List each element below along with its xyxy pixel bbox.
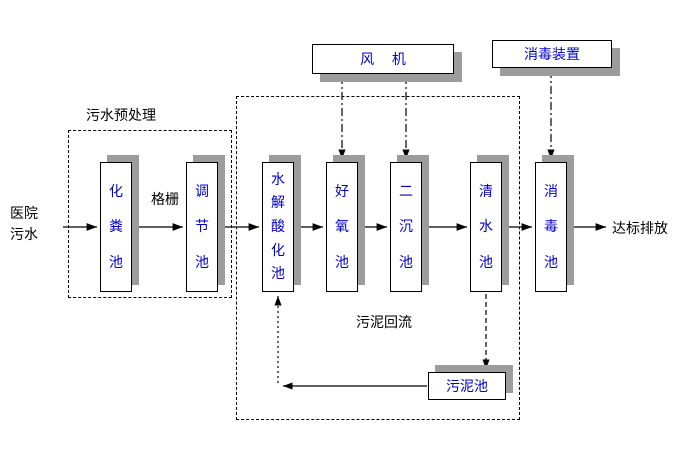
disinfect-device-box: 消毒装置 [492, 40, 612, 68]
tank-clear-water: 清水池 [470, 162, 502, 292]
screen-label: 格栅 [151, 192, 179, 208]
sludge-return-label: 污泥回流 [356, 315, 412, 331]
tank-aerobic: 好氧池 [326, 162, 358, 292]
influent-label: 医院污水 [10, 206, 38, 243]
effluent-label: 达标排放 [612, 221, 668, 237]
tank-hydrolysis: 水解酸化池 [262, 162, 294, 292]
fan-box: 风 机 [312, 44, 454, 74]
sludge-tank-box: 污泥池 [428, 372, 506, 400]
main-treatment-group-box [236, 96, 520, 420]
tank-secondary-sedimentation: 二沉池 [390, 162, 422, 292]
tank-disinfection: 消毒池 [535, 162, 567, 292]
tank-regulation: 调节池 [186, 162, 218, 292]
pretreatment-group-label: 污水预处理 [86, 108, 156, 124]
pretreatment-group-box [68, 130, 232, 298]
tank-septic: 化粪池 [100, 162, 132, 292]
